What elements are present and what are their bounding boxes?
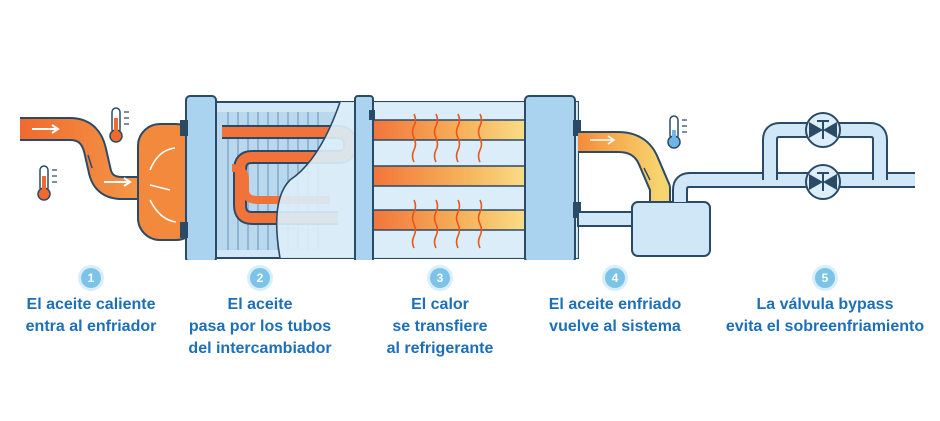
step-label: El aceite enfriado vuelve al sistema bbox=[548, 296, 682, 335]
step-4: 4 El aceite enfriado vuelve al sistema bbox=[530, 268, 700, 338]
flange bbox=[185, 95, 576, 260]
step-5: 5 La válvula bypass evita el sobreenfria… bbox=[712, 268, 938, 338]
valve-icon bbox=[805, 112, 841, 148]
inlet-pipe bbox=[20, 117, 150, 200]
step-label: El aceite pasa por los tubos del interca… bbox=[188, 296, 332, 357]
oil-cooler-diagram bbox=[20, 95, 915, 260]
valve-icon bbox=[805, 164, 841, 200]
step-1: 1 El aceite caliente entra al enfriador bbox=[6, 268, 176, 338]
thermometer-icon bbox=[37, 165, 57, 201]
step-label: El aceite caliente entra al enfriador bbox=[25, 296, 157, 335]
step-label: El calor se transfiere al refrigerante bbox=[386, 296, 494, 357]
step-number-badge: 3 bbox=[430, 268, 450, 288]
step-2: 2 El aceite pasa por los tubos del inter… bbox=[175, 268, 345, 360]
step-number-badge: 5 bbox=[815, 268, 835, 288]
step-label: La válvula bypass evita el sobreenfriami… bbox=[725, 296, 925, 335]
inlet-chamber bbox=[137, 123, 199, 241]
bypass-circuit bbox=[672, 122, 915, 202]
outlet-pipe bbox=[578, 131, 671, 210]
step-number-badge: 4 bbox=[605, 268, 625, 288]
thermometer-icon bbox=[109, 107, 129, 143]
step-number-badge: 2 bbox=[250, 268, 270, 288]
heat-wave-icon bbox=[411, 113, 483, 249]
step-number-badge: 1 bbox=[81, 268, 101, 288]
heat-exchanger-body bbox=[189, 101, 579, 259]
thermometer-icon bbox=[667, 115, 687, 149]
step-3: 3 El calor se transfiere al refrigerante bbox=[355, 268, 525, 360]
reservoir bbox=[631, 201, 711, 257]
